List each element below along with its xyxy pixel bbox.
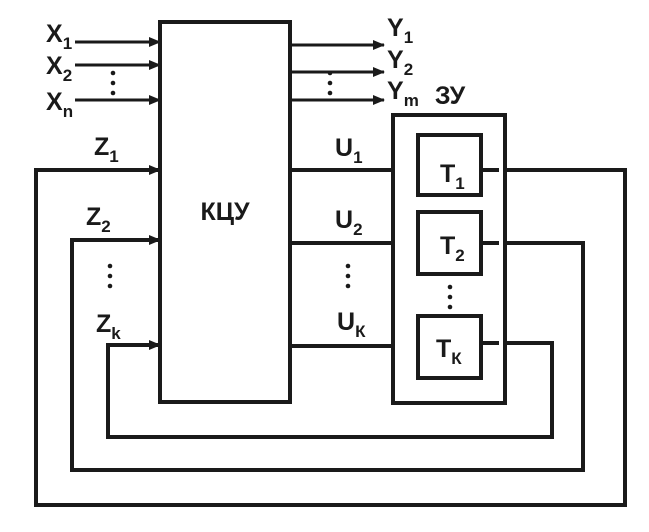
uk-label: UК bbox=[337, 308, 366, 341]
feedback-loop-2 bbox=[70, 238, 585, 472]
zk-label: Zk bbox=[96, 310, 121, 343]
kcu-label: КЦУ bbox=[200, 198, 250, 226]
trigger-1 bbox=[416, 133, 483, 197]
memory-label: ЗУ bbox=[435, 82, 466, 110]
trigger-ellipsis bbox=[447, 284, 453, 310]
z2-label: Z2 bbox=[86, 203, 111, 236]
x-ellipsis bbox=[110, 70, 116, 96]
z-ellipsis bbox=[107, 263, 113, 289]
feedback-loop-1 bbox=[34, 168, 627, 507]
kcu-block bbox=[158, 20, 292, 404]
y2-label: Y2 bbox=[387, 46, 413, 79]
trigger-2-label: T2 bbox=[440, 232, 465, 265]
x1-label: X1 bbox=[46, 20, 72, 53]
y-ellipsis bbox=[327, 70, 333, 96]
trigger-1-label: T1 bbox=[440, 160, 465, 193]
x2-label: X2 bbox=[46, 52, 72, 85]
y1-label: Y1 bbox=[387, 14, 413, 47]
trigger-k bbox=[416, 314, 483, 380]
feedback-loop-k bbox=[106, 341, 554, 439]
ym-label: Ym bbox=[387, 77, 419, 110]
z1-label: Z1 bbox=[94, 133, 119, 166]
u2-label: U2 bbox=[335, 206, 363, 239]
trigger-k-label: TК bbox=[436, 335, 462, 368]
xn-label: Xn bbox=[46, 88, 73, 121]
u-ellipsis bbox=[345, 263, 351, 289]
u1-label: U1 bbox=[335, 134, 363, 167]
